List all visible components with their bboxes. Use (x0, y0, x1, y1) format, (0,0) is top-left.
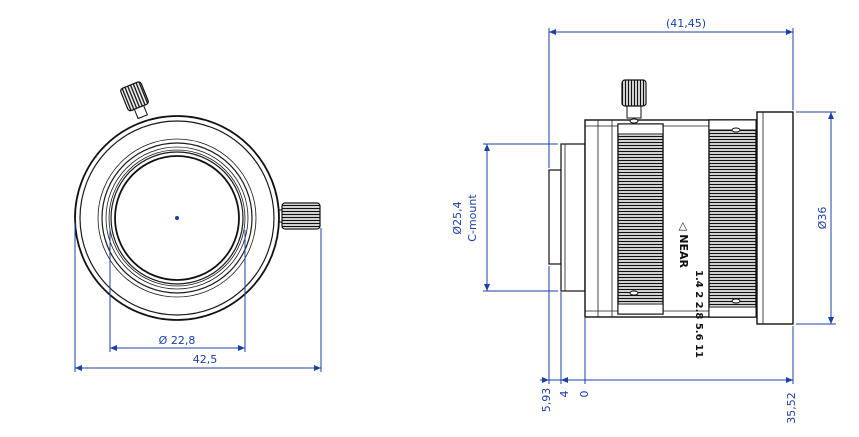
focus-ring (617, 123, 664, 315)
body-diameter-label: Ø36 (816, 207, 829, 230)
front-view: Ø 22,8 42,5 (74, 81, 322, 372)
side-top-screw (621, 79, 647, 119)
offset-a-label: 5,93 (540, 388, 553, 413)
aperture-ring (708, 119, 757, 318)
side-length-label: (41,45) (666, 17, 706, 30)
front-inner-diameter-label: Ø 22,8 (159, 334, 196, 347)
mount-diameter-label: Ø25,4 (451, 201, 464, 234)
front-width-label: 42,5 (193, 353, 218, 366)
mount-type-label: C-mount (466, 194, 479, 242)
front-top-screw (120, 81, 149, 120)
offset-zero-label: 0 (578, 391, 591, 398)
offset-c-label: 35,52 (785, 392, 798, 424)
offset-b-label: 4 (558, 391, 571, 398)
focus-near-label: ◁ NEAR (677, 222, 690, 269)
side-view: ◁ NEAR 1.4 2 2.8 5.6 11 (41,45) Ø25,4 C-… (451, 17, 836, 424)
aperture-scale-label: 1.4 2 2.8 5.6 11 (693, 270, 704, 358)
front-cap (756, 111, 794, 325)
cmount-thread (548, 169, 562, 265)
